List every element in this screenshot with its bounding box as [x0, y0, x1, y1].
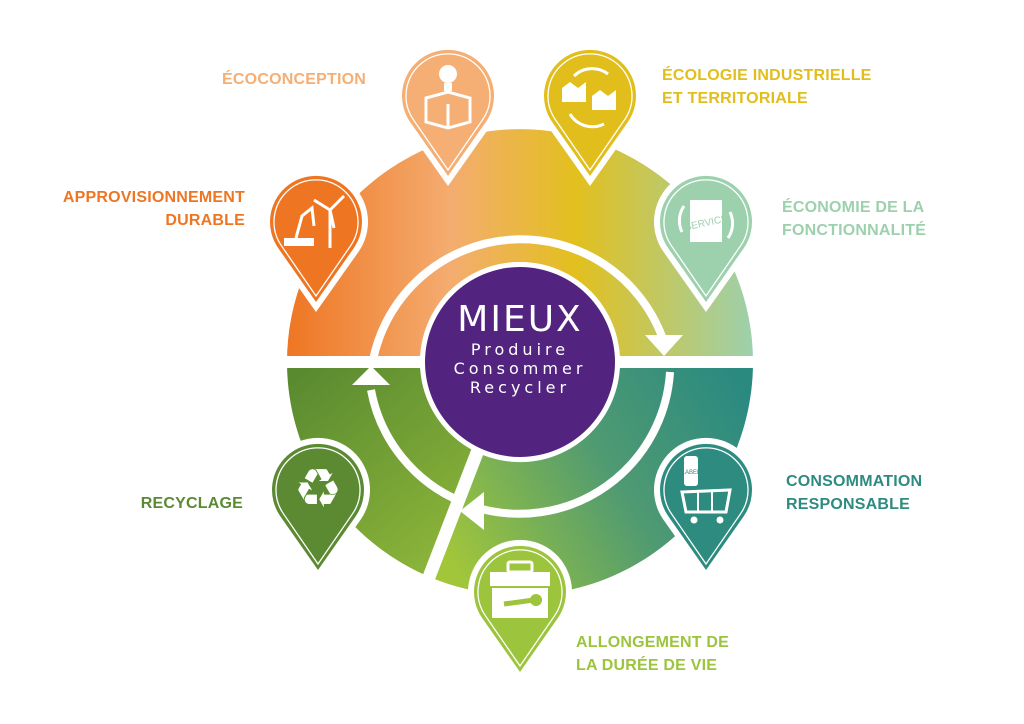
label-ecologie-industrielle: ÉCOLOGIE INDUSTRIELLE ET TERRITORIALE	[662, 64, 872, 110]
label-line: DURABLE	[165, 212, 245, 229]
arrowhead-left-icon	[460, 492, 484, 530]
label-approvisionnement: APPROVISIONNEMENT DURABLE	[63, 186, 245, 232]
pin-inner-ring	[663, 179, 749, 298]
ring-gap-diagonal	[417, 447, 485, 593]
cycle-arrow-arc-bottom-left	[367, 389, 464, 506]
label-line: ET TERRITORIALE	[662, 90, 808, 107]
label-ecoconception: ÉCOCONCEPTION	[222, 68, 366, 91]
cycle-arrow-arc-top	[369, 235, 668, 361]
center-title: MIEUX	[457, 299, 583, 340]
label-line: RECYCLAGE	[140, 495, 243, 512]
center-line-produire: Produire	[470, 340, 570, 359]
center-label: MIEUX Produire Consommer Recycler	[422, 299, 618, 398]
pin-economie: SERVICE	[654, 169, 758, 312]
label-recyclage: RECYCLAGE	[141, 492, 243, 515]
arrowhead-up-icon	[352, 366, 390, 385]
pin-body	[272, 443, 364, 570]
pin-inner-ring	[273, 179, 359, 298]
pin-inner-ring	[547, 53, 633, 172]
ring-segment-bottom-right	[432, 362, 754, 596]
pin-inner-ring	[477, 549, 563, 668]
label-line: ÉCONOMIE DE LA	[782, 199, 925, 216]
pin-inner-ring	[275, 447, 361, 566]
label-bottle-cart-icon: LABEL	[680, 456, 732, 524]
label-line: FONCTIONNALITÉ	[782, 222, 927, 239]
pin-body	[660, 443, 752, 570]
pin-inner-ring	[663, 447, 749, 566]
svg-text:♻: ♻	[294, 457, 342, 520]
label-line: RESPONSABLE	[786, 496, 910, 513]
ring-segment-top	[287, 129, 753, 362]
center-line-recycler: Recycler	[469, 378, 571, 397]
arrowhead-down-icon	[645, 335, 683, 356]
recycle-icon: ♻	[294, 457, 342, 520]
label-line: ÉCOCONCEPTION	[222, 71, 366, 88]
pin-body	[544, 49, 636, 176]
service-exchange-icon: SERVICE	[677, 200, 735, 242]
pin-ecologie	[538, 43, 642, 186]
label-line: APPROVISIONNEMENT	[62, 189, 245, 206]
label-line: ALLONGEMENT DE	[576, 634, 730, 651]
excavator-wind-turbine-icon	[284, 194, 346, 248]
pin-recyclage: ♻	[266, 437, 370, 580]
pin-consommation: LABEL	[654, 437, 758, 580]
pin-inner-ring	[405, 53, 491, 172]
label-line: ÉCOLOGIE INDUSTRIELLE	[662, 67, 872, 84]
ring-segment-bottom-left	[286, 362, 483, 578]
label-allongement-duree-vie: ALLONGEMENT DE LA DURÉE DE VIE	[576, 631, 729, 677]
toolbox-wrench-icon	[490, 560, 550, 618]
label-consommation-responsable: CONSOMMATION RESPONSABLE	[786, 470, 922, 516]
pin-ecoconception	[396, 43, 500, 186]
center-line-consommer: Consommer	[453, 359, 587, 378]
label-icon-text: LABEL	[682, 470, 701, 476]
center-circle-fill	[425, 267, 615, 457]
label-economie-fonctionnalite: ÉCONOMIE DE LA FONCTIONNALITÉ	[782, 196, 926, 242]
pin-allongement	[468, 539, 572, 682]
pin-body	[270, 175, 362, 302]
cycle-arrow-arc-bottom-right	[476, 371, 674, 518]
pin-approvisionnement	[264, 169, 368, 312]
factories-cycle-icon	[562, 67, 616, 129]
lightbulb-box-icon	[424, 65, 472, 130]
label-line: CONSOMMATION	[786, 473, 923, 490]
label-line: LA DURÉE DE VIE	[576, 657, 718, 674]
